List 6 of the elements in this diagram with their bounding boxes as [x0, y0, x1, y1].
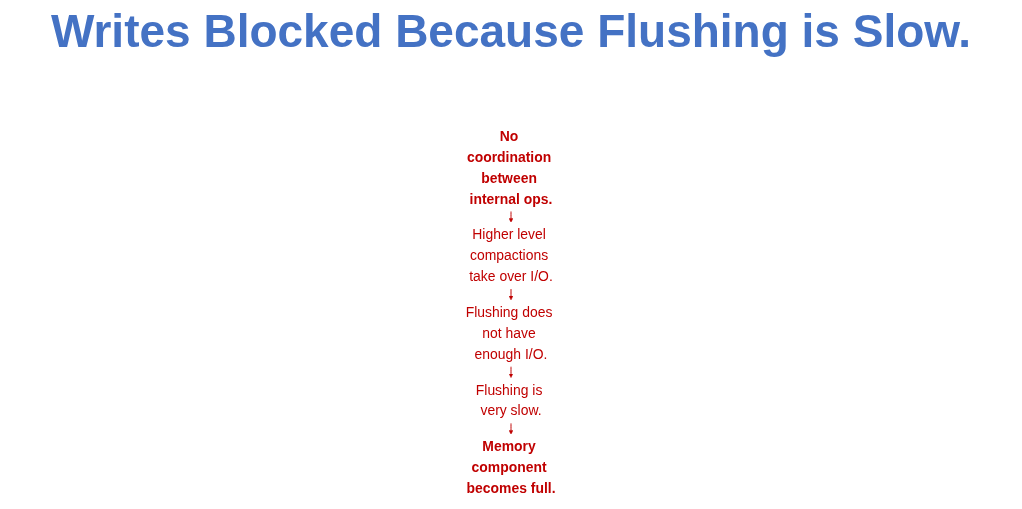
- node-text: Memory component becomes full.: [466, 438, 556, 497]
- node-text: No coordination between internal ops.: [466, 128, 553, 207]
- title: Writes Blocked Because Flushing is Slow.: [49, 4, 973, 58]
- node-text: Higher level compactions take over I/O.: [469, 226, 553, 285]
- node-text: Flushing is very slow.: [475, 382, 543, 419]
- node-text: Flushing does not have enough I/O.: [465, 304, 553, 362]
